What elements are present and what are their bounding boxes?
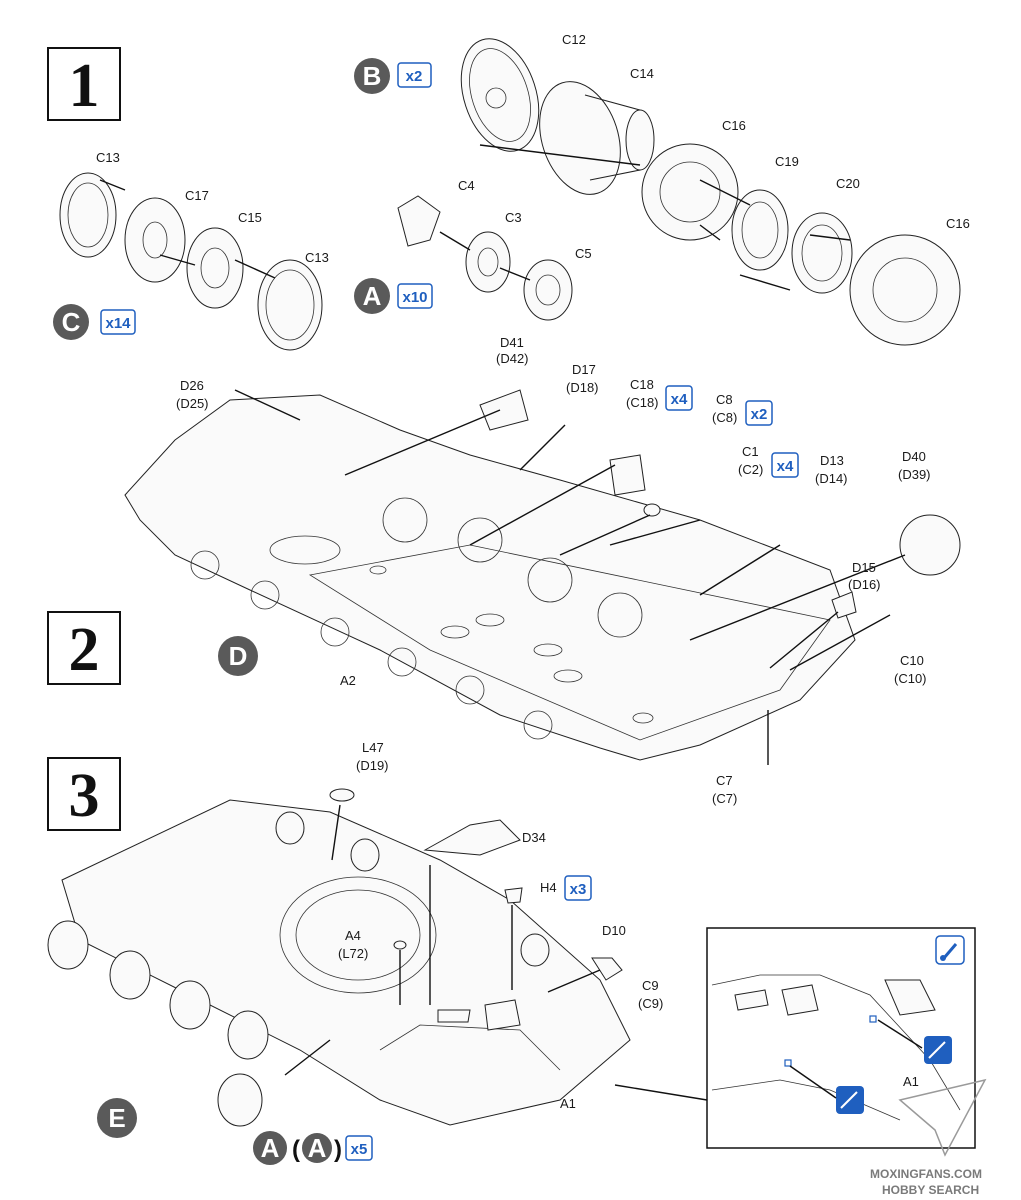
label-d15: D15 xyxy=(852,560,876,575)
label-d14: (D14) xyxy=(815,471,848,486)
upper-hull xyxy=(47,788,631,1127)
label-c10: C10 xyxy=(900,653,924,668)
label-d16: (D16) xyxy=(848,577,881,592)
step-2-number: 2 xyxy=(69,616,100,684)
label-a1: A1 xyxy=(560,1096,576,1111)
multiplier-c8: x2 xyxy=(745,400,773,426)
label-c10p: (C10) xyxy=(894,671,927,686)
label-d26: D26 xyxy=(180,378,204,393)
label-d10: D10 xyxy=(602,923,626,938)
label-c16-b: C16 xyxy=(946,216,970,231)
step-2-box: 2 xyxy=(47,611,121,685)
label-a2: A2 xyxy=(340,673,356,688)
return-roller-assembly xyxy=(397,195,573,321)
label-d18: (D18) xyxy=(566,380,599,395)
label-a-inner: A xyxy=(308,1133,327,1163)
label-c4: C4 xyxy=(458,178,475,193)
multiplier-c: x14 xyxy=(105,315,131,332)
step-1-number: 1 xyxy=(69,52,100,120)
label-c19: C19 xyxy=(775,154,799,169)
label-l72: (L72) xyxy=(338,946,368,961)
drive-sprocket-assembly xyxy=(460,38,961,346)
watermark-line-2: HOBBY SEARCH xyxy=(882,1183,979,1197)
label-c9p: (C9) xyxy=(638,996,663,1011)
label-c14: C14 xyxy=(630,66,654,81)
watermark-line-1: MOXINGFANS.COM xyxy=(870,1167,982,1181)
callout-c: C x14 xyxy=(53,304,136,340)
label-c18p: (C18) xyxy=(626,395,659,410)
label-d25: (D25) xyxy=(176,396,209,411)
label-l47: L47 xyxy=(362,740,384,755)
label-d17: D17 xyxy=(572,362,596,377)
label-d13: D13 xyxy=(820,453,844,468)
multiplier-c18: x4 xyxy=(665,385,693,411)
label-c7: C7 xyxy=(716,773,733,788)
label-d19: (D19) xyxy=(356,758,389,773)
callout-a-step1: A x10 xyxy=(354,278,433,314)
label-a4: A4 xyxy=(345,928,361,943)
svg-text:B: B xyxy=(363,61,382,91)
label-c5: C5 xyxy=(575,246,592,261)
svg-text:x4: x4 xyxy=(777,458,794,475)
label-d39: (D39) xyxy=(898,467,931,482)
watermark: MOXINGFANS.COM HOBBY SEARCH xyxy=(870,1078,987,1197)
label-c8: C8 xyxy=(716,392,733,407)
label-c12: C12 xyxy=(562,32,586,47)
label-c20: C20 xyxy=(836,176,860,191)
multiplier-b: x2 xyxy=(406,68,423,85)
multiplier-a: x10 xyxy=(402,289,427,306)
svg-text:A: A xyxy=(363,281,382,311)
label-c18: C18 xyxy=(630,377,654,392)
detail-inset: A1 xyxy=(614,927,976,1149)
label-d40: D40 xyxy=(902,449,926,464)
label-d34: D34 xyxy=(522,830,546,845)
label-c13-a: C13 xyxy=(96,150,120,165)
callout-a-step3: A ( A ) x5 xyxy=(253,1131,373,1165)
road-wheel-assembly xyxy=(59,172,323,351)
label-c17: C17 xyxy=(185,188,209,203)
svg-text:A: A xyxy=(261,1133,280,1163)
multiplier-a-step3: x5 xyxy=(351,1141,368,1158)
svg-text:D: D xyxy=(229,641,248,671)
label-c16-a: C16 xyxy=(722,118,746,133)
svg-text:C: C xyxy=(62,307,81,337)
multiplier-c1: x4 xyxy=(771,452,799,478)
paper-plane-logo-icon xyxy=(898,1078,987,1157)
label-c1: C1 xyxy=(742,444,759,459)
label-c3: C3 xyxy=(505,210,522,225)
lower-hull xyxy=(124,389,961,765)
step-1-box: 1 xyxy=(47,47,121,121)
label-c15: C15 xyxy=(238,210,262,225)
label-c13-b: C13 xyxy=(305,250,329,265)
label-a1-detail: A1 xyxy=(903,1074,919,1089)
svg-text:x3: x3 xyxy=(570,881,587,898)
label-d42: (D42) xyxy=(496,351,529,366)
callout-d: D xyxy=(218,636,258,676)
multiplier-h4: x3 xyxy=(564,875,592,901)
svg-text:E: E xyxy=(108,1103,125,1133)
label-h4: H4 xyxy=(540,880,557,895)
label-c9: C9 xyxy=(642,978,659,993)
callout-b: B x2 xyxy=(354,58,432,94)
svg-text:x2: x2 xyxy=(751,406,768,423)
step-3-box: 3 xyxy=(47,757,121,831)
label-c7p: (C7) xyxy=(712,791,737,806)
label-d41: D41 xyxy=(500,335,524,350)
label-c2p: (C2) xyxy=(738,462,763,477)
label-c8p: (C8) xyxy=(712,410,737,425)
callout-e: E xyxy=(97,1098,137,1138)
step-3-number: 3 xyxy=(69,762,100,830)
svg-text:): ) xyxy=(334,1136,342,1163)
svg-text:x4: x4 xyxy=(671,391,688,408)
label-a-paren: ( xyxy=(292,1136,300,1163)
